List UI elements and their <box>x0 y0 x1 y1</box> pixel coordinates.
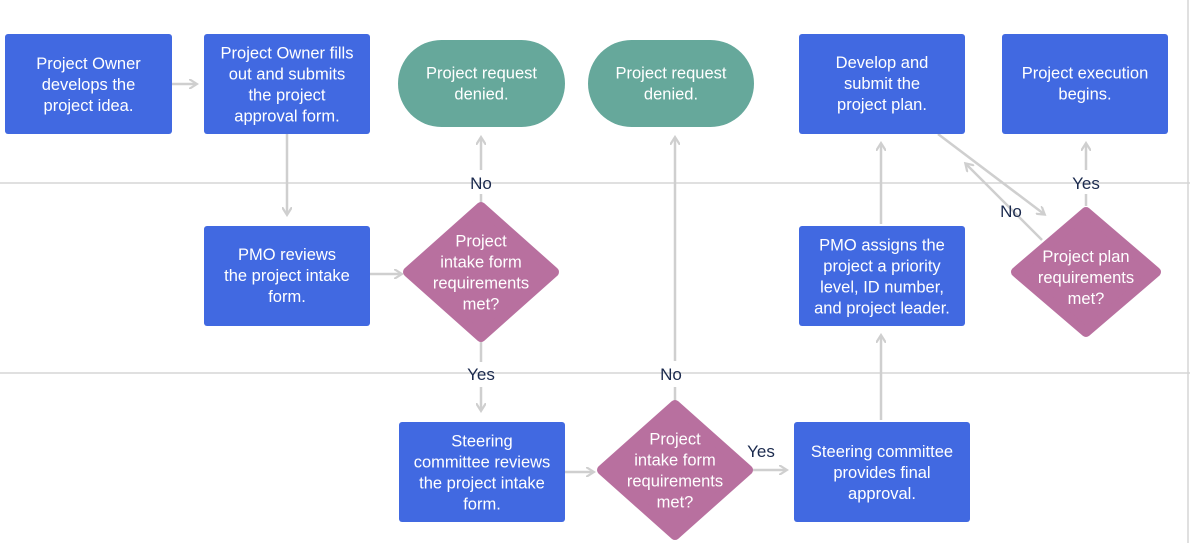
node-label-line: Steering committee <box>811 443 953 461</box>
node-label-line: the project intake <box>419 475 545 493</box>
node-label: Project Owner develops the project idea. <box>36 55 141 115</box>
node-label: Project plan requirements met? <box>1038 248 1134 308</box>
node-label-line: submit the <box>844 75 920 93</box>
node-label-line: project idea. <box>44 97 134 115</box>
node-label-line: Project Owner <box>36 55 141 73</box>
node-label-line: intake form <box>440 254 522 272</box>
node-label-line: begins. <box>1058 86 1111 104</box>
node-label-line: intake form <box>634 452 716 470</box>
node-label-line: Project request <box>426 65 537 83</box>
node-label-line: Project plan <box>1042 248 1129 266</box>
node-label: PMO reviews the project intake form. <box>224 246 350 306</box>
node-label-line: committee reviews <box>414 454 551 472</box>
node-label-line: the project intake <box>224 267 350 285</box>
edge-label-no-1: No <box>470 174 492 193</box>
node-label: Project Owner fills out and submits the pr… <box>221 45 354 126</box>
node-label-line: project a priority <box>823 258 941 276</box>
node-label-line: PMO assigns the <box>819 237 945 255</box>
node-label-line: denied. <box>454 86 508 104</box>
node-label: Steering committee reviews the project int… <box>414 433 551 514</box>
edge-label-no-2: No <box>660 365 682 384</box>
process-owner-develops-idea: Project Owner develops the project idea. <box>5 34 172 134</box>
node-label-line: level, ID number, <box>820 279 944 297</box>
decision-intake-requirements-1: Project intake form requirements met? <box>403 202 559 342</box>
node-label-line: PMO reviews <box>238 246 336 264</box>
node-label-line: Project <box>455 233 507 251</box>
node-label-line: met? <box>1068 290 1105 308</box>
decision-intake-requirements-2: Project intake form requirements met? <box>597 400 753 540</box>
edge-label-yes-1: Yes <box>467 365 495 384</box>
node-label-line: Project Owner fills <box>221 45 354 63</box>
process-owner-submits-form: Project Owner fills out and submits the pr… <box>204 34 370 134</box>
node-label-line: requirements <box>627 473 723 491</box>
node-label-line: form. <box>463 496 501 514</box>
process-steering-reviews: Steering committee reviews the project int… <box>399 422 565 522</box>
node-label: Steering committee provides final approval… <box>811 443 953 503</box>
edge-label-yes-2: Yes <box>747 442 775 461</box>
node-label: Develop and submit the project plan. <box>836 54 929 114</box>
node-label: Project request denied. <box>616 65 727 104</box>
process-pmo-assigns: PMO assigns the project a priority level, … <box>799 226 965 326</box>
node-label-line: project plan. <box>837 96 927 114</box>
node-label-line: requirements <box>1038 269 1134 287</box>
node-label-line: denied. <box>644 86 698 104</box>
process-pmo-reviews: PMO reviews the project intake form. <box>204 226 370 326</box>
node-label-line: approval. <box>848 485 916 503</box>
node-label-line: Project execution <box>1022 65 1149 83</box>
edge-label-no-plan: No <box>1000 202 1022 221</box>
node-label: Project request denied. <box>426 65 537 104</box>
node-label-line: out and submits <box>229 66 345 84</box>
node-label: Project execution begins. <box>1022 65 1149 104</box>
node-label-line: develops the <box>42 76 136 94</box>
process-execution-begins: Project execution begins. <box>1002 34 1168 134</box>
edge-label-yes-plan: Yes <box>1072 174 1100 193</box>
node-label-line: provides final <box>833 464 930 482</box>
process-steering-approval: Steering committee provides final approval… <box>794 422 970 522</box>
node-label-line: met? <box>657 494 694 512</box>
arrow-decision-no-back <box>966 164 1043 241</box>
node-label: Project intake form requirements met? <box>627 431 723 512</box>
node-label: Project intake form requirements met? <box>433 233 529 314</box>
node-label-line: approval form. <box>234 108 339 126</box>
node-label-line: and project leader. <box>814 300 950 318</box>
node-label-line: Steering <box>451 433 512 451</box>
node-label-line: the project <box>248 87 325 105</box>
node-label: PMO assigns the project a priority level, … <box>814 237 950 318</box>
node-label-line: Project request <box>616 65 727 83</box>
process-develop-plan: Develop and submit the project plan. <box>799 34 965 134</box>
node-label-line: form. <box>268 288 306 306</box>
arrow-plan-to-decision <box>937 133 1044 214</box>
node-label-line: requirements <box>433 275 529 293</box>
node-label-line: Project <box>649 431 701 449</box>
node-label-line: Develop and <box>836 54 929 72</box>
terminal-request-denied-1: Project request denied. <box>398 40 565 127</box>
node-label-line: met? <box>463 296 500 314</box>
decision-plan-requirements: Project plan requirements met? <box>1011 207 1161 337</box>
terminal-request-denied-2: Project request denied. <box>588 40 754 127</box>
